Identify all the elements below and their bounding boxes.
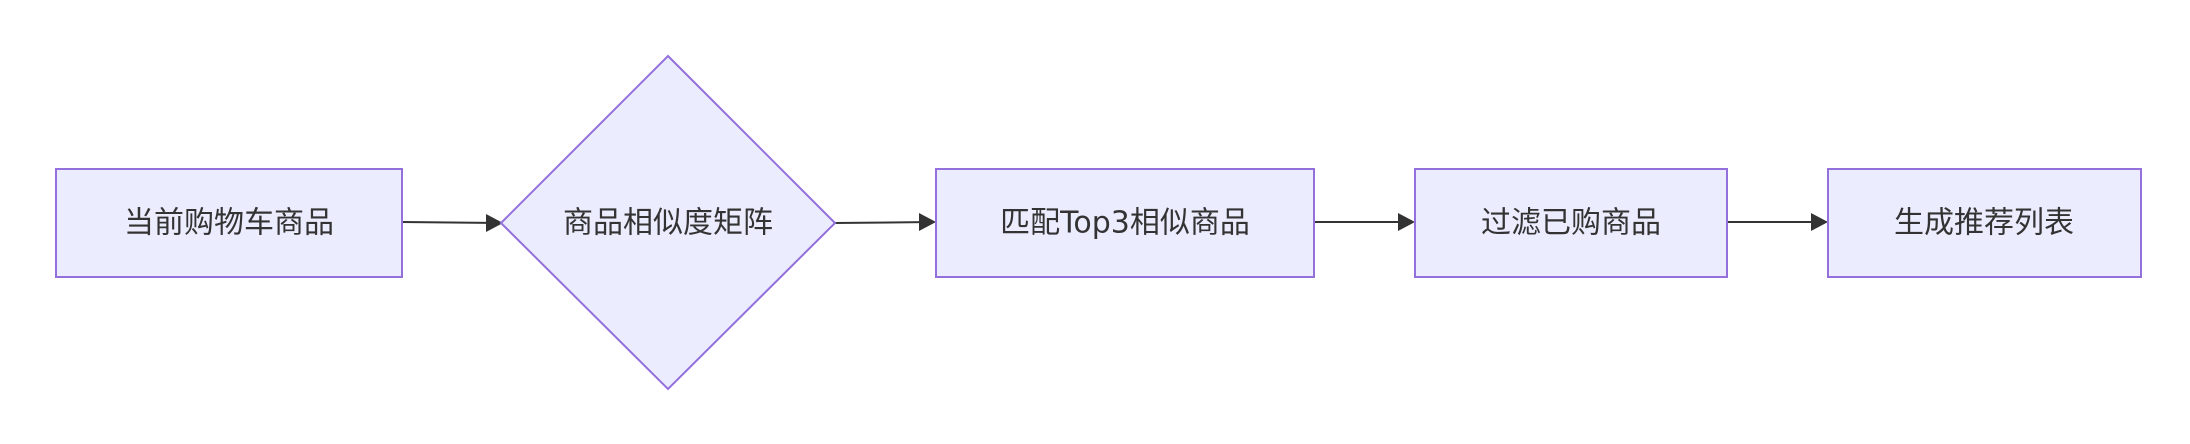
node-match-top3-box	[935, 168, 1315, 278]
arrowheads	[486, 213, 1828, 232]
node-cart-items-box	[55, 168, 403, 278]
node-generate-list-label: 生成推荐列表	[1894, 206, 2074, 241]
node-filter-purchased: 过滤已购商品	[1414, 168, 1728, 278]
arrowhead-to-filter	[1398, 213, 1415, 231]
arrowhead-to-list	[1811, 213, 1828, 231]
arrowhead-to-matrix	[486, 214, 503, 232]
arrowhead-to-top3	[919, 213, 936, 231]
node-match-top3-label: 匹配Top3相似商品	[1000, 206, 1250, 241]
edge-cart-to-matrix	[401, 221, 501, 224]
node-generate-list-box	[1827, 168, 2142, 278]
node-match-top3: 匹配Top3相似商品	[935, 168, 1315, 278]
node-filter-purchased-box	[1414, 168, 1728, 278]
node-cart-items-label: 当前购物车商品	[124, 206, 334, 241]
node-cart-items: 当前购物车商品	[55, 168, 403, 278]
node-similarity-matrix: 商品相似度矩阵	[499, 54, 837, 391]
node-generate-list: 生成推荐列表	[1827, 168, 2142, 278]
edges	[401, 221, 1825, 224]
node-similarity-matrix-label: 商品相似度矩阵	[563, 206, 773, 241]
node-filter-purchased-label: 过滤已购商品	[1481, 206, 1661, 241]
edge-matrix-to-top3	[834, 221, 934, 224]
node-similarity-matrix-diamond	[499, 54, 837, 391]
